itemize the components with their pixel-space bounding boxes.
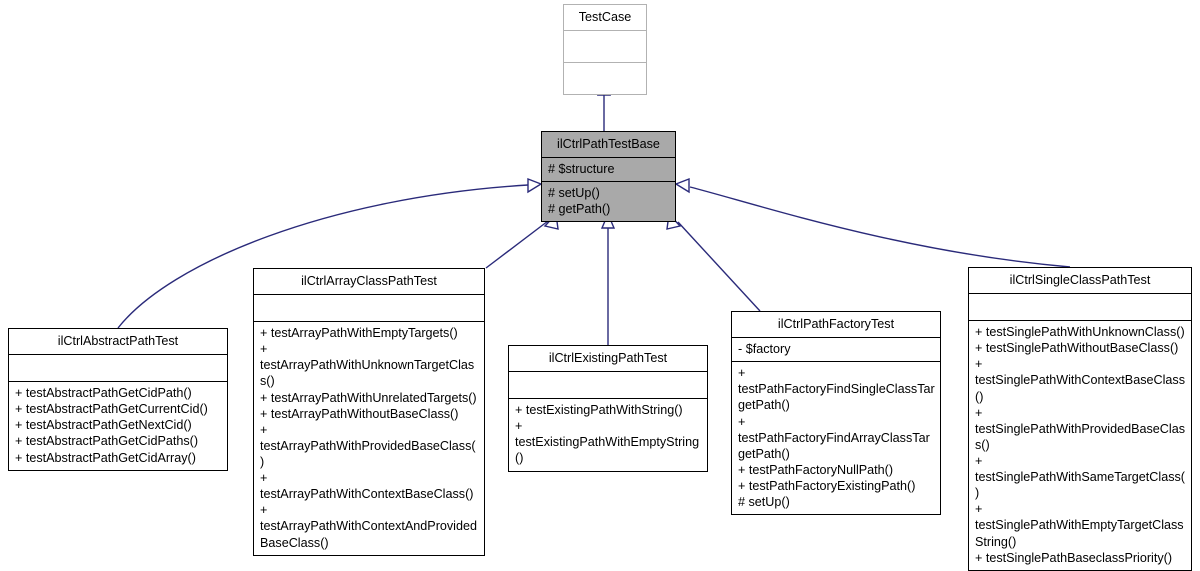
class-divider: [254, 294, 484, 296]
operation-row: + testArrayPathWithContextAndProvidedBas…: [260, 503, 477, 550]
operation-row: + testSinglePathWithContextBaseClass(): [975, 357, 1185, 404]
class-attributes-array-class-path-test: [254, 295, 484, 321]
operation-row: + testAbstractPathGetCidArray(): [15, 450, 196, 465]
operation-row: + testSinglePathWithUnknownClass(): [975, 325, 1185, 340]
class-divider: [9, 381, 227, 383]
class-operations-single-class-path-test: + testSinglePathWithUnknownClass() + tes…: [969, 321, 1191, 570]
operation-row: + testExistingPathWithString(): [515, 403, 683, 418]
operation-row: + testArrayPathWithEmptyTargets(): [260, 326, 458, 341]
operation-row: + testAbstractPathGetCidPaths(): [15, 434, 199, 449]
edge-factory-to-base: [677, 221, 761, 312]
uml-class-diagram: TestCase ilCtrlPathTestBase # $structure…: [8, 4, 1192, 571]
class-attributes-abstract-path-test: [9, 355, 227, 381]
class-divider: [509, 371, 707, 373]
operation-row: + testPathFactoryFindSingleClassTargetPa…: [738, 366, 935, 413]
class-divider: [732, 337, 940, 339]
operation-row: + testArrayPathWithUnrelatedTargets(): [260, 390, 477, 405]
arrowhead-base-left: [527, 177, 543, 194]
edge-arrayclass-to-base: [485, 220, 549, 269]
operation-row: + testPathFactoryNullPath(): [738, 462, 894, 477]
class-divider: [509, 398, 707, 400]
class-divider: [969, 293, 1191, 295]
operation-row: + testSinglePathBaseclassPriority(): [975, 550, 1173, 565]
class-operations-path-test-base: # setUp() # getPath(): [542, 182, 675, 221]
class-name-abstract-path-test: ilCtrlAbstractPathTest: [57, 334, 179, 348]
class-divider: [9, 354, 227, 356]
class-divider: [564, 30, 646, 32]
class-name-single-class-path-test: ilCtrlSingleClassPathTest: [1009, 273, 1151, 287]
class-attributes-single-class-path-test: [969, 294, 1191, 320]
operation-row: + testArrayPathWithProvidedBaseClass(): [260, 422, 476, 469]
attribute-row: - $factory: [738, 342, 791, 357]
class-operations-path-factory-test: + testPathFactoryFindSingleClassTargetPa…: [732, 362, 940, 514]
class-name-existing-path-test: ilCtrlExistingPathTest: [548, 351, 668, 365]
class-box-testcase[interactable]: TestCase: [563, 4, 647, 96]
operation-row: + testExistingPathWithEmptyString(): [515, 419, 700, 466]
class-box-existing-path-test[interactable]: ilCtrlExistingPathTest + testExistingPat…: [508, 345, 708, 472]
operation-row: + testPathFactoryExistingPath(): [738, 478, 916, 493]
class-name-path-factory-test: ilCtrlPathFactoryTest: [777, 317, 895, 331]
class-divider: [564, 62, 646, 64]
class-operations-testcase: [564, 63, 646, 94]
class-operations-existing-path-test: + testExistingPathWithString() + testExi…: [509, 399, 707, 470]
class-operations-array-class-path-test: + testArrayPathWithEmptyTargets() + test…: [254, 322, 484, 555]
operation-row: + testArrayPathWithUnknownTargetClass(): [260, 342, 475, 389]
class-divider: [542, 157, 675, 159]
operation-row: # setUp(): [738, 495, 790, 510]
class-box-path-factory-test[interactable]: ilCtrlPathFactoryTest - $factory + testP…: [731, 311, 941, 516]
class-name-testcase: TestCase: [578, 10, 632, 24]
operation-row: + testSinglePathWithProvidedBaseClass(): [975, 405, 1186, 452]
class-divider: [732, 361, 940, 363]
operation-row: + testSinglePathWithoutBaseClass(): [975, 341, 1179, 356]
operation-row: + testAbstractPathGetCurrentCid(): [15, 402, 208, 417]
arrowhead-base-right: [674, 177, 690, 194]
class-attributes-path-test-base: # $structure: [542, 158, 675, 181]
class-divider: [254, 321, 484, 323]
operation-row: + testSinglePathWithSameTargetClass(): [975, 453, 1185, 501]
operation-row: + testSinglePathWithEmptyTargetClassStri…: [975, 502, 1184, 549]
class-attributes-existing-path-test: [509, 372, 707, 398]
operation-row: + testArrayPathWithoutBaseClass(): [260, 406, 459, 421]
operation-row: + testPathFactoryFindArrayClassTargetPat…: [738, 414, 930, 461]
class-divider: [969, 320, 1191, 322]
class-attributes-path-factory-test: - $factory: [732, 338, 940, 361]
operation-row: + testAbstractPathGetNextCid(): [15, 418, 192, 433]
attribute-row: # $structure: [548, 162, 615, 177]
operation-row: + testAbstractPathGetCidPath(): [15, 386, 192, 401]
class-box-abstract-path-test[interactable]: ilCtrlAbstractPathTest + testAbstractPat…: [8, 328, 228, 471]
class-divider: [542, 181, 675, 183]
operation-row: + testArrayPathWithContextBaseClass(): [260, 471, 474, 502]
operation-row: # getPath(): [548, 202, 611, 217]
class-name-array-class-path-test: ilCtrlArrayClassPathTest: [301, 274, 437, 288]
class-box-path-test-base[interactable]: ilCtrlPathTestBase # $structure # setUp(…: [541, 131, 676, 223]
edge-singleclass-to-base: [689, 186, 1071, 268]
class-name-path-test-base: ilCtrlPathTestBase: [557, 137, 660, 151]
class-attributes-testcase: [564, 31, 646, 62]
class-box-array-class-path-test[interactable]: ilCtrlArrayClassPathTest + testArrayPath…: [253, 268, 485, 556]
class-operations-abstract-path-test: + testAbstractPathGetCidPath() + testAbs…: [9, 382, 227, 470]
operation-row: # setUp(): [548, 186, 600, 201]
class-box-single-class-path-test[interactable]: ilCtrlSingleClassPathTest + testSinglePa…: [968, 267, 1192, 571]
